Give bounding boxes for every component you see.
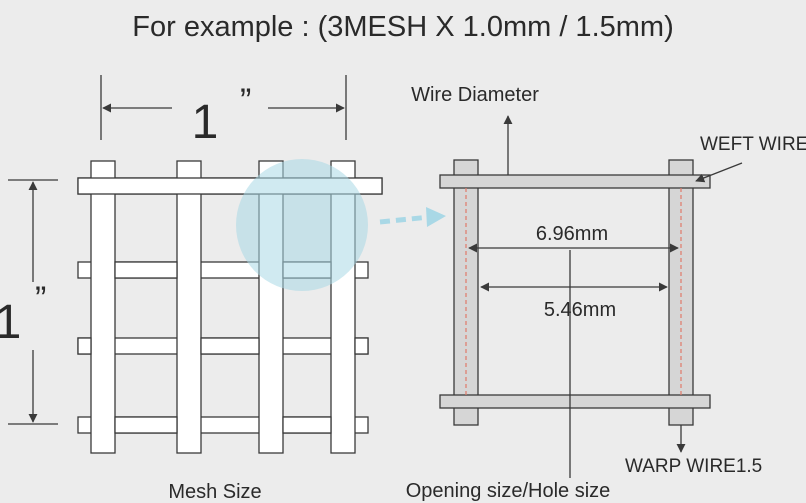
warp-center-lines	[465, 188, 682, 395]
diagram-title: For example : (3MESH X 1.0mm / 1.5mm)	[132, 11, 673, 43]
outer-dimension-label: 6.96mm	[536, 223, 608, 245]
weft-pointer	[695, 162, 743, 183]
zoom-arrow	[379, 207, 446, 227]
left-dimension	[8, 179, 58, 425]
wire-diameter-label: Wire Diameter	[411, 84, 539, 106]
top-dimension-mark: ”	[240, 82, 251, 120]
opening-size-panel: Wire Diameter WEFT WIRE1.0 WARP WIRE1.5 …	[406, 84, 806, 502]
top-dimension	[100, 75, 347, 140]
warp-wires	[453, 159, 694, 426]
zoom-highlight-circle	[236, 159, 368, 291]
mesh-size-panel: 1 ” 1 ”	[0, 75, 383, 503]
left-dimension-value: 1	[0, 296, 21, 349]
weft-wires	[439, 174, 711, 409]
mesh-size-caption: Mesh Size	[168, 481, 261, 503]
top-dimension-value: 1	[192, 96, 219, 149]
left-dimension-mark: ”	[35, 280, 46, 318]
warp-wire-label: WARP WIRE1.5	[625, 456, 762, 477]
opening-size-caption: Opening size/Hole size	[406, 480, 611, 502]
inner-dimension-label: 5.46mm	[544, 299, 616, 321]
weft-wire-label: WEFT WIRE1.0	[700, 134, 806, 155]
